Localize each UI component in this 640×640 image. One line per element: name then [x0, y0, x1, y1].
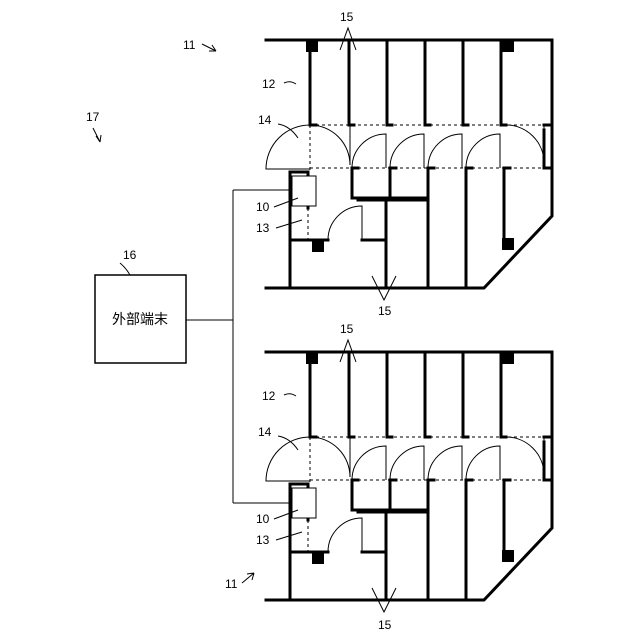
system-label: 17	[86, 110, 100, 124]
unit-label-bottom-lower: 15	[378, 618, 392, 632]
network-lines	[186, 190, 291, 503]
corridor-leader-top	[284, 82, 296, 84]
floor-plan-top: 15 15 12 14 10 13	[256, 10, 552, 318]
room-label-bottom: 13	[256, 533, 270, 547]
plan-bottom-walls	[266, 352, 552, 600]
sensor-label-top: 10	[256, 200, 270, 214]
corridor-leader-bottom	[284, 394, 296, 396]
floor-label-top: 11	[183, 38, 196, 52]
unit-label-top-lower: 15	[378, 304, 392, 318]
corridor-label-bottom: 12	[262, 389, 276, 403]
plan-top-walls	[266, 40, 552, 288]
floor-arrow-top	[202, 44, 216, 51]
door-label-bottom: 14	[258, 425, 272, 439]
terminal-ref-leader	[120, 263, 130, 275]
corridor-label-top: 12	[262, 77, 276, 91]
floor-arrow-bottom	[242, 573, 254, 583]
external-terminal-text: 外部端末	[112, 312, 168, 328]
door-label-top: 14	[258, 113, 272, 127]
sensor-label-bottom: 10	[256, 512, 270, 526]
unit-label-top-upper: 15	[340, 10, 354, 24]
system-arrow	[93, 128, 101, 142]
unit-label-bottom-upper: 15	[340, 322, 354, 336]
terminal-ref-label: 16	[123, 248, 137, 262]
floor-label-bottom: 11	[225, 577, 238, 591]
floor-plan-bottom: 15 15 12 14 10 13	[256, 322, 552, 632]
room-label-top: 13	[256, 221, 270, 235]
